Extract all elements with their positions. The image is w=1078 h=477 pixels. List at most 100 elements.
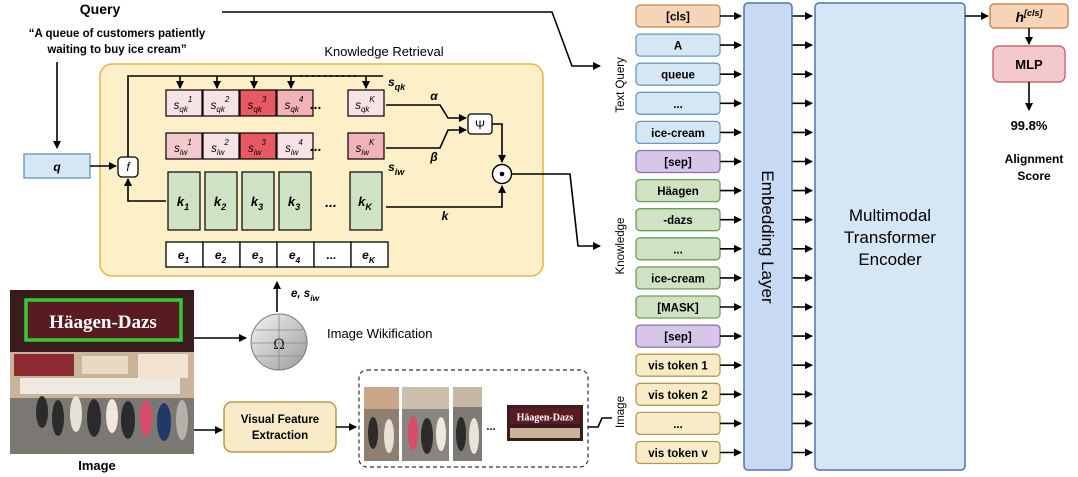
- transformer-label-line3: Encoder: [858, 250, 922, 269]
- psi-to-dot-arrow: [492, 123, 506, 163]
- s-iw-cell-2: [202, 132, 240, 160]
- s-qk-cell-3: [239, 89, 277, 117]
- input-token-label-16: vis token v: [648, 448, 708, 460]
- e-cell-label-2: e2: [215, 248, 227, 265]
- k-vector-label: k: [442, 209, 450, 223]
- multimodal-transformer-block: [814, 2, 966, 471]
- input-token-label-13: vis token 1: [648, 361, 708, 373]
- queue-people: [36, 396, 188, 441]
- embedding-layer-block: [743, 2, 793, 471]
- sign-text: Häagen-Dazs: [49, 312, 157, 333]
- k-to-f-arrow: [124, 178, 166, 202]
- k-row: k1 k2 k3 k3 kK: [167, 171, 383, 231]
- feature-extraction-line2: Extraction: [252, 430, 308, 442]
- alignment-score-label-line2: Score: [1017, 169, 1051, 183]
- s-iw-cell-label-5: siwK: [356, 138, 375, 157]
- elementwise-product-dot: [499, 171, 505, 177]
- s-iw-label: siw: [388, 160, 405, 177]
- s-qk-cell-label-1: sqk1: [174, 95, 193, 114]
- s-qk-cell-1: [165, 89, 203, 117]
- input-token-label-8: -dazs: [663, 215, 692, 227]
- k-cell-label-5: kK: [358, 194, 373, 212]
- input-token-label-4: ...: [673, 99, 683, 111]
- input-token-label-10: ice-cream: [651, 273, 705, 285]
- s-qk-cell-label-2: sqk2: [211, 95, 230, 114]
- crop-thumb-2: [402, 387, 449, 461]
- input-token-label-9: ...: [673, 244, 683, 256]
- crop-thumb-1: [364, 387, 399, 461]
- s-qk-to-psi-arrow: [386, 104, 467, 122]
- s-qk-cell-label-3: sqk3: [248, 95, 267, 114]
- k-row-ellipsis: ...: [325, 194, 337, 210]
- group-label-image: Image: [615, 396, 627, 428]
- input-token-label-5: ice-cream: [651, 128, 705, 140]
- s-iw-cell-4: [276, 132, 314, 160]
- query-to-tokens-arrow: [222, 11, 601, 70]
- input-token-column: [cls]Aqueue...ice-cream[sep]Häagen-dazs.…: [635, 4, 813, 465]
- alignment-score-value: 99.8%: [1011, 118, 1048, 133]
- beta-label: β: [429, 150, 438, 164]
- f-top-bus: [127, 75, 383, 157]
- embedding-layer-label: Embedding Layer: [758, 170, 777, 304]
- s-qk-label: sqk: [388, 75, 406, 92]
- e-cell-label-1: e1: [178, 248, 190, 265]
- s-iw-ellipsis: ...: [310, 138, 322, 154]
- s-iw-cell-label-4: siw4: [285, 138, 303, 157]
- wikipedia-globe-icon: Ω: [250, 313, 308, 371]
- input-token-label-7: Häagen: [657, 186, 699, 198]
- e-cell-6: [350, 241, 389, 268]
- k-cell-4: [278, 171, 312, 231]
- transformer-label-line1: Multimodal: [849, 206, 931, 225]
- query-text-line2: waiting to buy ice cream”: [46, 44, 186, 56]
- k-cell-3: [241, 171, 275, 231]
- s-qk-cell-label-4: sqk4: [285, 95, 304, 114]
- s-qk-cell-2: [202, 89, 240, 117]
- h-cls-label: h[cls]: [1015, 8, 1043, 25]
- query-heading: Query: [80, 1, 121, 17]
- transformer-label-line2: Transformer: [844, 228, 936, 247]
- e-cell-label-6: eK: [362, 248, 376, 265]
- product-to-knowledge-arrow: [512, 173, 601, 250]
- k-to-product-arrow: [386, 185, 506, 208]
- input-token-label-12: [sep]: [664, 332, 692, 344]
- svg-text:Häagen-Dazs: Häagen-Dazs: [517, 413, 574, 424]
- e-cell-label-4: e4: [289, 248, 301, 265]
- s-iw-cell-5: [347, 132, 385, 160]
- f-label: f: [126, 160, 131, 174]
- group-label-knowledge: Knowledge: [615, 218, 627, 275]
- q-label: q: [53, 160, 61, 174]
- k-cell-label-3: k3: [251, 194, 263, 212]
- e-cell-4: [276, 241, 315, 268]
- k-cell-2: [204, 171, 238, 231]
- visual-feature-extraction-box: [223, 401, 337, 453]
- street-image: Häagen-Dazs: [10, 290, 194, 454]
- input-token-label-14: vis token 2: [648, 390, 707, 402]
- detected-sign-bbox: [24, 298, 183, 342]
- input-token-label-3: queue: [661, 70, 695, 82]
- input-token-label-1: [cls]: [666, 12, 690, 24]
- input-token-label-15: ...: [673, 419, 683, 431]
- crops-to-image-tokens-arrow: [588, 417, 612, 428]
- image-label: Image: [78, 458, 116, 473]
- group-label-text-query: Text Query: [615, 57, 627, 113]
- mlp-label: MLP: [1015, 57, 1043, 72]
- k-cell-5: [349, 171, 383, 231]
- image-crops-panel: [358, 369, 589, 468]
- crop-thumb-sign: Häagen-Dazs: [507, 405, 583, 441]
- e-cell-label-5: ...: [326, 248, 336, 262]
- alignment-score-label-line1: Alignment: [1005, 152, 1064, 166]
- s-qk-ellipsis: ...: [310, 96, 322, 112]
- k-cell-1: [167, 171, 201, 231]
- k-cell-label-4: k3: [288, 194, 300, 212]
- wiki-output-label: e, siw: [291, 288, 321, 303]
- k-cell-label-2: k2: [214, 194, 226, 212]
- s-qk-cell-4: [276, 89, 314, 117]
- s-qk-cell-5: [347, 89, 385, 117]
- k-cell-label-1: k1: [177, 194, 189, 212]
- knowledge-retrieval-title: Knowledge Retrieval: [324, 44, 443, 59]
- crops-ellipsis: ...: [486, 421, 495, 433]
